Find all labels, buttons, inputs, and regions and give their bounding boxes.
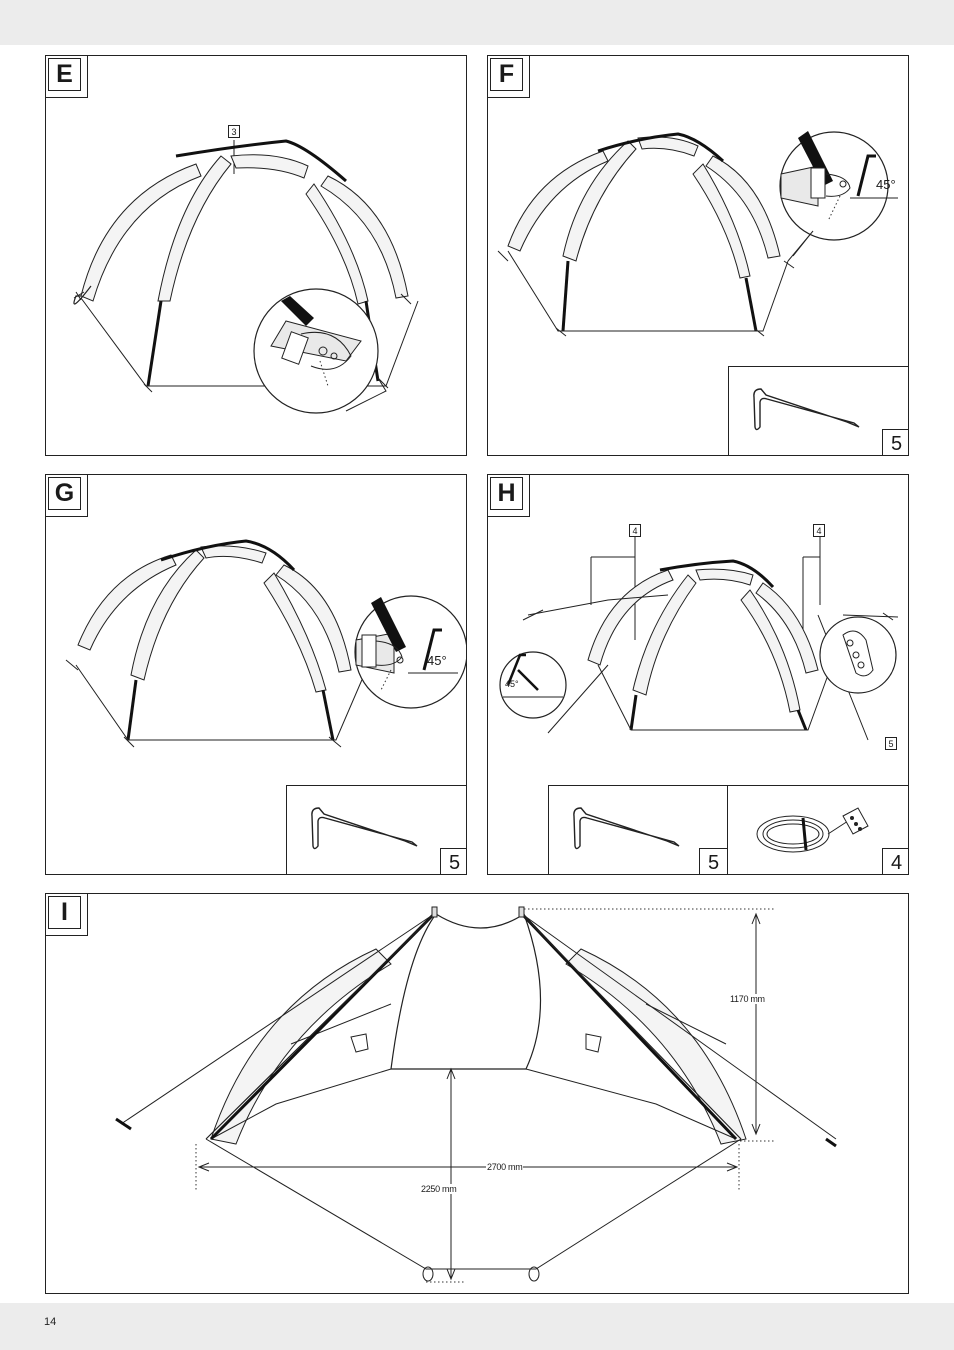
parts-box-g: 5 bbox=[286, 785, 466, 874]
peg-icon bbox=[311, 807, 418, 850]
tent-drawing-f bbox=[497, 131, 898, 337]
callout-part-4-right: 4 bbox=[813, 524, 825, 537]
angle-label-h: 45° bbox=[505, 679, 519, 689]
footer-band bbox=[0, 1303, 954, 1350]
callout-part-5-right: 5 bbox=[885, 737, 897, 750]
panel-h: H 4 4 5 5 45° 5 bbox=[487, 474, 909, 875]
step-label-f: F bbox=[488, 56, 530, 98]
parts-box-h-rope: 4 bbox=[728, 785, 908, 874]
panel-g: G 45° 5 bbox=[45, 474, 467, 875]
angle-label-g: 45° bbox=[427, 653, 447, 668]
parts-box-h-peg: 5 bbox=[548, 785, 728, 874]
part-number-5: 5 bbox=[882, 429, 908, 455]
panel-f: F 45° 5 bbox=[487, 55, 909, 456]
callout-part-3: 3 bbox=[228, 125, 240, 138]
angle-label-f: 45° bbox=[876, 177, 896, 192]
part-number-5: 5 bbox=[699, 848, 727, 874]
panel-e: E 3 bbox=[45, 55, 467, 456]
step-label-e: E bbox=[46, 56, 88, 98]
tent-drawing-i bbox=[115, 906, 837, 1283]
step-label-i: I bbox=[46, 894, 88, 936]
panel-i: I 1170 mm 2700 mm 2250 mm bbox=[45, 893, 909, 1294]
header-band bbox=[0, 0, 954, 45]
part-number-4: 4 bbox=[882, 848, 908, 874]
dimension-height: 1170 mm bbox=[729, 994, 766, 1004]
peg-detail-magnifier bbox=[779, 131, 889, 241]
step-label-h: H bbox=[488, 475, 530, 517]
pole-end-magnifier bbox=[819, 616, 897, 694]
step-label-g: G bbox=[46, 475, 88, 517]
tent-drawing-e bbox=[73, 139, 419, 414]
peg-icon bbox=[573, 807, 680, 850]
guy-rope-icon bbox=[756, 807, 869, 853]
dimension-depth: 2250 mm bbox=[420, 1184, 458, 1194]
parts-box-f: 5 bbox=[728, 366, 908, 455]
part-number-5: 5 bbox=[440, 848, 466, 874]
page-number: 14 bbox=[44, 1316, 57, 1328]
tent-drawing-h bbox=[499, 537, 899, 741]
dimension-width: 2700 mm bbox=[486, 1162, 524, 1172]
peg-icon bbox=[753, 388, 860, 431]
tent-drawing-g bbox=[65, 539, 466, 748]
callout-part-4-left: 4 bbox=[629, 524, 641, 537]
